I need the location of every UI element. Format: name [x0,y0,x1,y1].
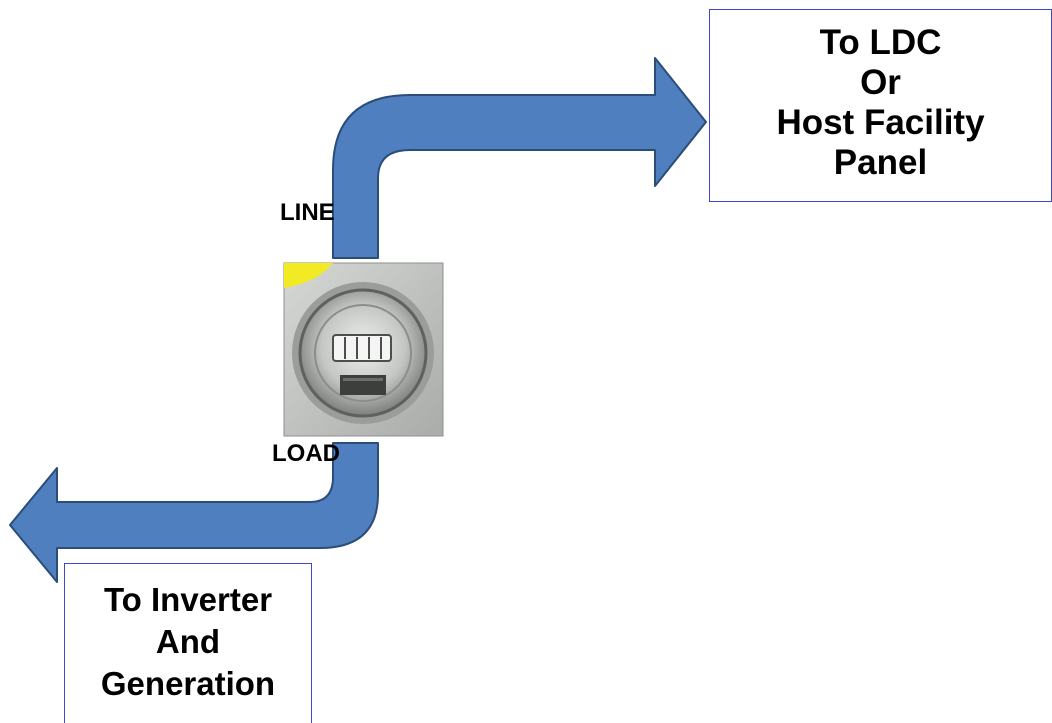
upstream-flow-arrow [332,57,707,259]
inverter-generation-box: To Inverter And Generation [64,563,312,723]
meter-line-label: LINE [280,199,335,226]
ldc-box-line: Host Facility [776,103,985,142]
ldc-host-facility-box: To LDC Or Host Facility Panel [709,9,1052,202]
ldc-box-line: Panel [833,143,928,182]
downstream-flow-arrow [9,442,379,583]
inverter-box-line: To Inverter [103,581,273,618]
inverter-box-line: And [155,623,221,660]
meter-load-label: LOAD [272,440,340,467]
inverter-box-line: Generation [100,665,276,702]
ldc-box-line: Or [860,63,901,102]
ldc-box-line: To LDC [819,23,942,62]
electric-meter-icon [283,262,444,437]
